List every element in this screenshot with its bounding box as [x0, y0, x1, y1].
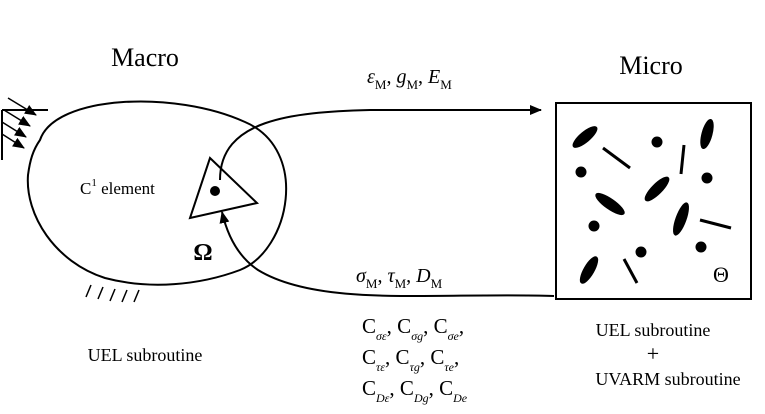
boundary-support-hatch — [85, 284, 140, 303]
tangent-base: C — [362, 345, 376, 369]
micro-uvarm-label: UVARM subroutine — [595, 369, 740, 389]
tangent-subscript: Dg — [413, 391, 429, 405]
triangle-element — [188, 156, 260, 220]
inclusion-fiber — [602, 146, 631, 170]
inclusion-ellipse — [572, 126, 598, 148]
tangent-base: C — [400, 376, 414, 400]
inclusion-fiber — [679, 144, 686, 175]
tangent-base: C — [439, 376, 453, 400]
quantity-separator: , — [377, 265, 387, 287]
quantity-symbol: g — [396, 66, 406, 88]
macro-body-outline — [26, 100, 288, 286]
tangent-separator: , — [454, 345, 459, 369]
c1-element-label: C1 element — [80, 177, 155, 198]
tangent-separator: , — [389, 376, 400, 400]
tangent-subscript: τg — [410, 360, 420, 374]
micro-uel-label: UEL subroutine — [596, 320, 711, 340]
applied-load-arrows — [1, 97, 48, 160]
tangent-moduli-block: Cσε, Cσg, Cσe, Cτε, Cτg, Cτe, CDε, CDg, … — [362, 314, 468, 405]
quantity-subscript: M — [366, 276, 378, 291]
arrow-to-macro — [219, 211, 555, 298]
tangent-separator: , — [420, 345, 431, 369]
tangent-subscript: Dε — [375, 391, 390, 405]
tangent-base: C — [362, 376, 376, 400]
micro-title: Micro — [619, 51, 683, 80]
tangent-separator: , — [387, 314, 398, 338]
rve-inclusions — [572, 118, 732, 284]
inclusion-fiber — [699, 218, 732, 230]
tangent-row: CDε, CDg, CDe — [362, 376, 468, 405]
tangent-row: Cτε, Cτg, Cτe, — [362, 345, 459, 374]
tangent-subscript: σg — [411, 329, 423, 343]
quantity-separator: , — [418, 66, 428, 88]
tangent-row: Cσε, Cσg, Cσe, — [362, 314, 464, 343]
quantity-symbol: ε — [367, 66, 375, 88]
inclusion-fiber — [622, 258, 639, 284]
quantity-subscript: M — [375, 77, 387, 92]
tangent-subscript: De — [452, 391, 468, 405]
quantity-symbol: σ — [356, 265, 367, 287]
quantity-separator: , — [386, 66, 396, 88]
tangent-base: C — [430, 345, 444, 369]
macro-title: Macro — [111, 43, 179, 72]
inclusion-particle — [588, 220, 600, 232]
quantity-symbol: E — [427, 66, 440, 88]
plus-sign: + — [647, 341, 659, 366]
inclusion-particle — [635, 246, 647, 258]
tangent-subscript: τe — [444, 360, 454, 374]
inclusion-particle — [695, 241, 707, 253]
quantity-subscript: M — [395, 276, 407, 291]
quantity-subscript: M — [406, 77, 418, 92]
tangent-separator: , — [459, 314, 464, 338]
stress-measures-label: σM, τM, DM — [356, 265, 443, 291]
inclusion-ellipse — [673, 202, 689, 236]
strain-measures-label: εM, gM, EM — [367, 66, 452, 92]
integration-point — [210, 186, 220, 196]
arrow-to-micro — [219, 105, 542, 181]
inclusion-particle — [575, 166, 587, 178]
theta-symbol: Θ — [713, 262, 729, 287]
inclusion-ellipse — [579, 256, 599, 284]
macro-subroutine-label: UEL subroutine — [88, 345, 203, 365]
quantity-subscript: M — [440, 77, 452, 92]
tangent-separator: , — [429, 376, 440, 400]
tangent-subscript: τε — [376, 360, 385, 374]
omega-symbol: Ω — [193, 240, 212, 266]
tangent-separator: , — [385, 345, 396, 369]
quantity-symbol: D — [415, 265, 431, 287]
quantity-subscript: M — [431, 276, 443, 291]
inclusion-ellipse — [700, 118, 714, 150]
tangent-subscript: σε — [376, 329, 387, 343]
inclusion-ellipse — [644, 176, 670, 202]
tangent-base: C — [396, 345, 410, 369]
tangent-base: C — [362, 314, 376, 338]
tangent-separator: , — [423, 314, 434, 338]
inclusion-ellipse — [595, 192, 625, 216]
inclusion-particle — [701, 172, 713, 184]
tangent-base: C — [397, 314, 411, 338]
quantity-symbol: τ — [387, 265, 395, 287]
quantity-separator: , — [406, 265, 416, 287]
tangent-subscript: σe — [448, 329, 460, 343]
tangent-base: C — [434, 314, 448, 338]
inclusion-particle — [651, 136, 663, 148]
